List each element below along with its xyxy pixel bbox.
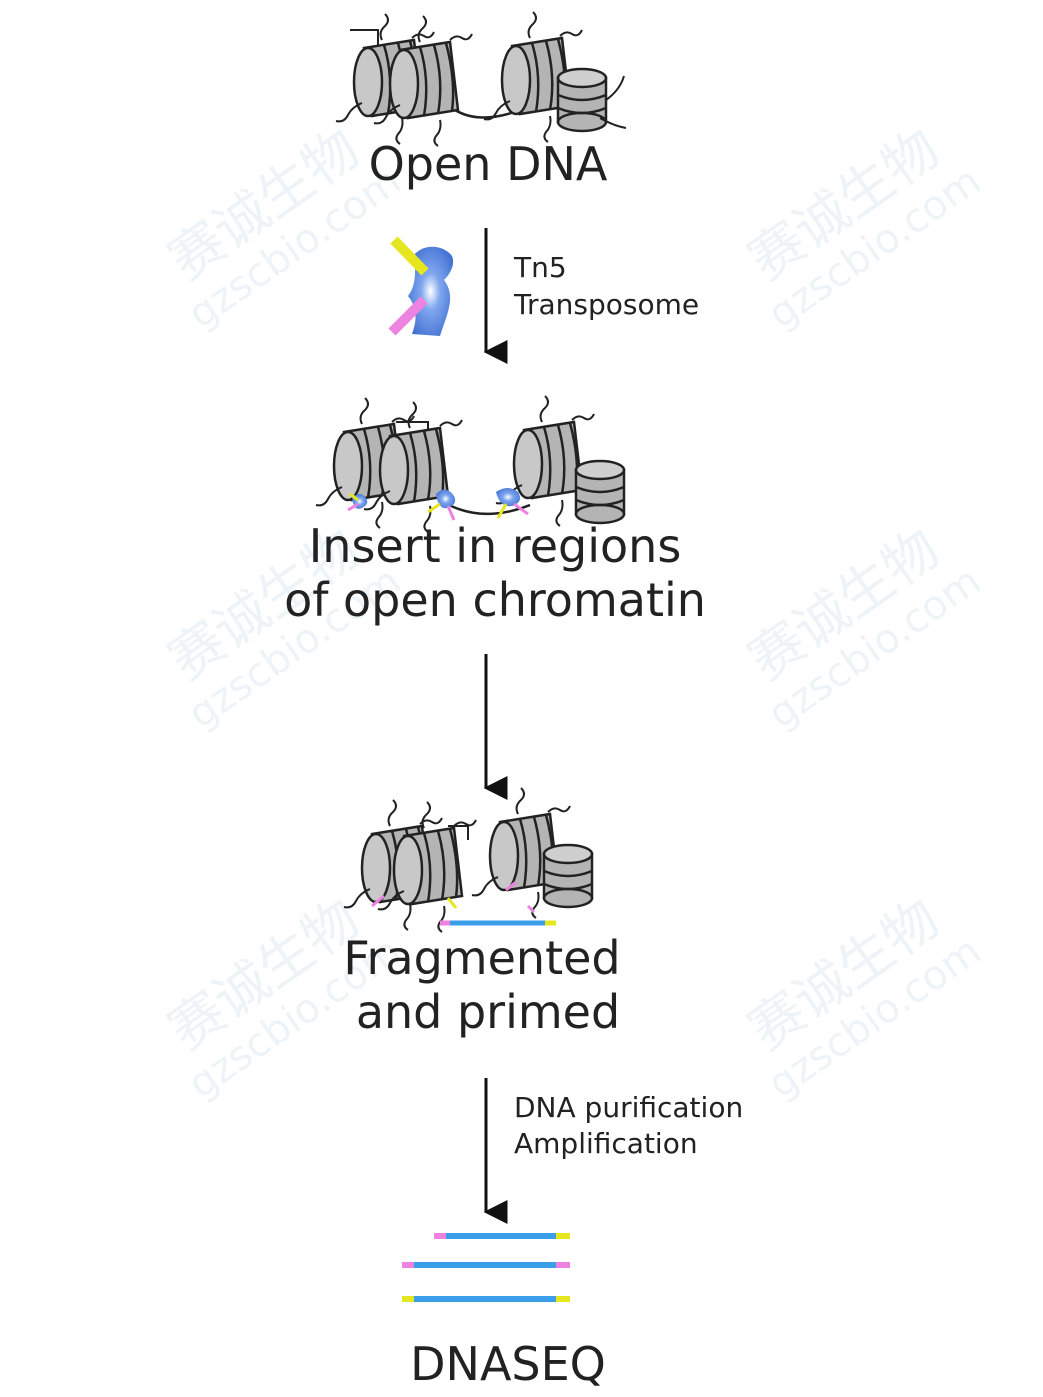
open-dna-label: Open DNA	[368, 137, 608, 191]
fragmented-label-line2: and primed	[355, 985, 621, 1039]
tn5-label: Tn5	[514, 251, 567, 284]
insert-label-line1: Insert in regions	[308, 519, 682, 573]
purification-label: DNA purification	[514, 1091, 744, 1124]
open-dna-chromatin	[335, 11, 627, 147]
library-fragments	[402, 1233, 570, 1302]
dnaseq-label: DNASEQ	[410, 1337, 606, 1391]
transposome-label: Transposome	[514, 288, 700, 321]
insert-label-line2: of open chromatin	[284, 573, 706, 627]
tn5-transposome-icon	[388, 236, 454, 336]
amplification-label: Amplification	[514, 1127, 698, 1160]
fragmented-chromatin	[343, 787, 594, 933]
fragmented-label-line1: Fragmented	[343, 931, 621, 985]
inserted-chromatin	[315, 395, 626, 533]
